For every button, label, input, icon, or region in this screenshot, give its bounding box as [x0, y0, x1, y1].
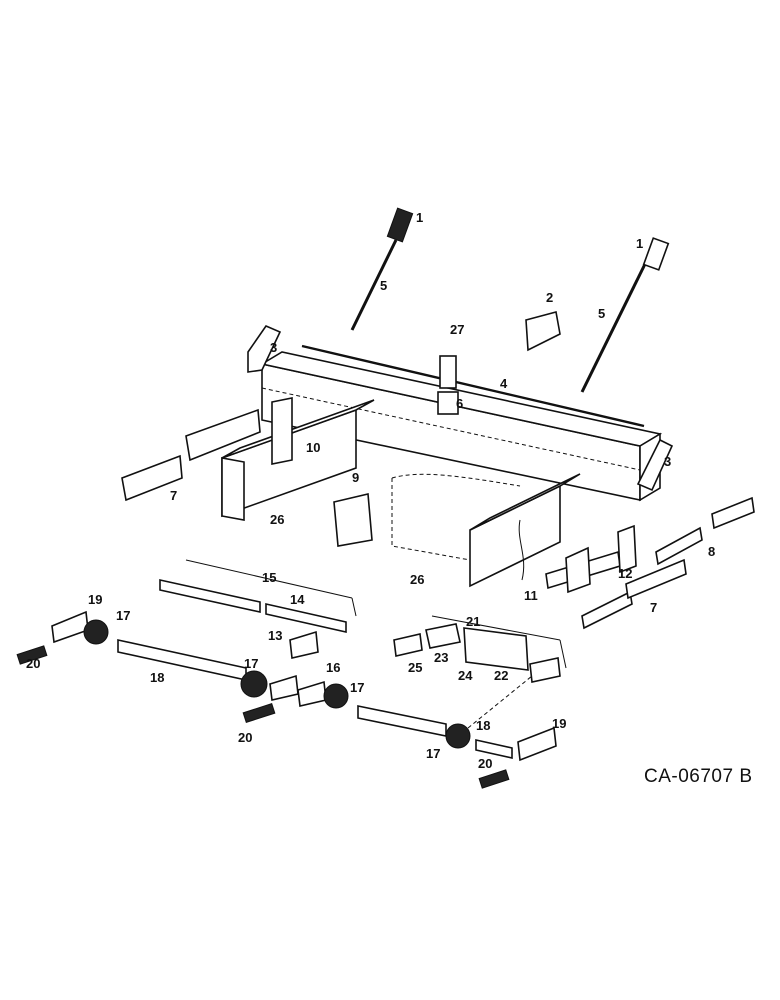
- bracket-group-21: [393, 615, 567, 683]
- callout-7: 7: [650, 600, 657, 615]
- callout-4: 4: [500, 376, 508, 391]
- bracket-2: [525, 311, 561, 352]
- bracket-9: [333, 493, 373, 547]
- callout-18: 18: [150, 670, 164, 685]
- callout-8: 8: [708, 544, 715, 559]
- callout-19: 19: [552, 716, 566, 731]
- callout-1: 1: [636, 236, 643, 251]
- left-support-block: [221, 399, 375, 521]
- callout-9: 9: [352, 470, 359, 485]
- plate-10: [271, 397, 293, 465]
- long-rod: [301, 344, 645, 428]
- callout-26: 26: [410, 572, 424, 587]
- right-shaft-assembly: [357, 675, 557, 789]
- callout-21: 21: [466, 614, 480, 629]
- callout-17: 17: [426, 746, 440, 761]
- bracket-12: [545, 524, 637, 594]
- callout-22: 22: [494, 668, 508, 683]
- bracket-6: [437, 391, 459, 415]
- bracket-3-right: [636, 438, 674, 492]
- callout-27: 27: [450, 322, 464, 337]
- callout-19: 19: [88, 592, 102, 607]
- callout-5: 5: [380, 278, 387, 293]
- callout-1: 1: [416, 210, 423, 225]
- left-shaft-assembly: [16, 610, 247, 681]
- callout-20: 20: [238, 730, 252, 745]
- callout-18: 18: [476, 718, 490, 733]
- threaded-rod-right: [580, 237, 670, 393]
- callout-10: 10: [306, 440, 320, 455]
- callout-23: 23: [434, 650, 448, 665]
- callout-17: 17: [350, 680, 364, 695]
- callout-17: 17: [116, 608, 130, 623]
- callout-6: 6: [456, 396, 463, 411]
- callout-13: 13: [268, 628, 282, 643]
- callout-24: 24: [458, 668, 473, 683]
- callout-15: 15: [262, 570, 276, 585]
- center-knob-assembly: [240, 670, 349, 724]
- callout-3: 3: [664, 454, 671, 469]
- drawing-code: CA-06707 B: [644, 766, 753, 787]
- callout-12: 12: [618, 566, 632, 581]
- callout-26: 26: [270, 512, 284, 527]
- bar-7-left: [121, 408, 261, 502]
- callout-7: 7: [170, 488, 177, 503]
- callout-20: 20: [26, 656, 40, 671]
- callout-2: 2: [546, 290, 553, 305]
- bracket-27: [439, 355, 457, 389]
- callout-17: 17: [244, 656, 258, 671]
- linkage-15: [159, 559, 357, 659]
- callout-16: 16: [326, 660, 340, 675]
- callout-3: 3: [270, 340, 277, 355]
- bracket-3-left: [247, 325, 282, 373]
- bars-8: [655, 496, 755, 566]
- right-support-block: [391, 473, 581, 588]
- bar-7-right: [581, 558, 687, 630]
- callout-11: 11: [524, 588, 538, 603]
- callout-5: 5: [598, 306, 605, 321]
- callout-25: 25: [408, 660, 422, 675]
- callout-20: 20: [478, 756, 492, 771]
- threaded-rod-left: [350, 207, 414, 331]
- chain-11: [518, 519, 525, 581]
- callout-14: 14: [290, 592, 305, 607]
- callout-labels: 1155227334610792626111287151419171320182…: [26, 210, 715, 771]
